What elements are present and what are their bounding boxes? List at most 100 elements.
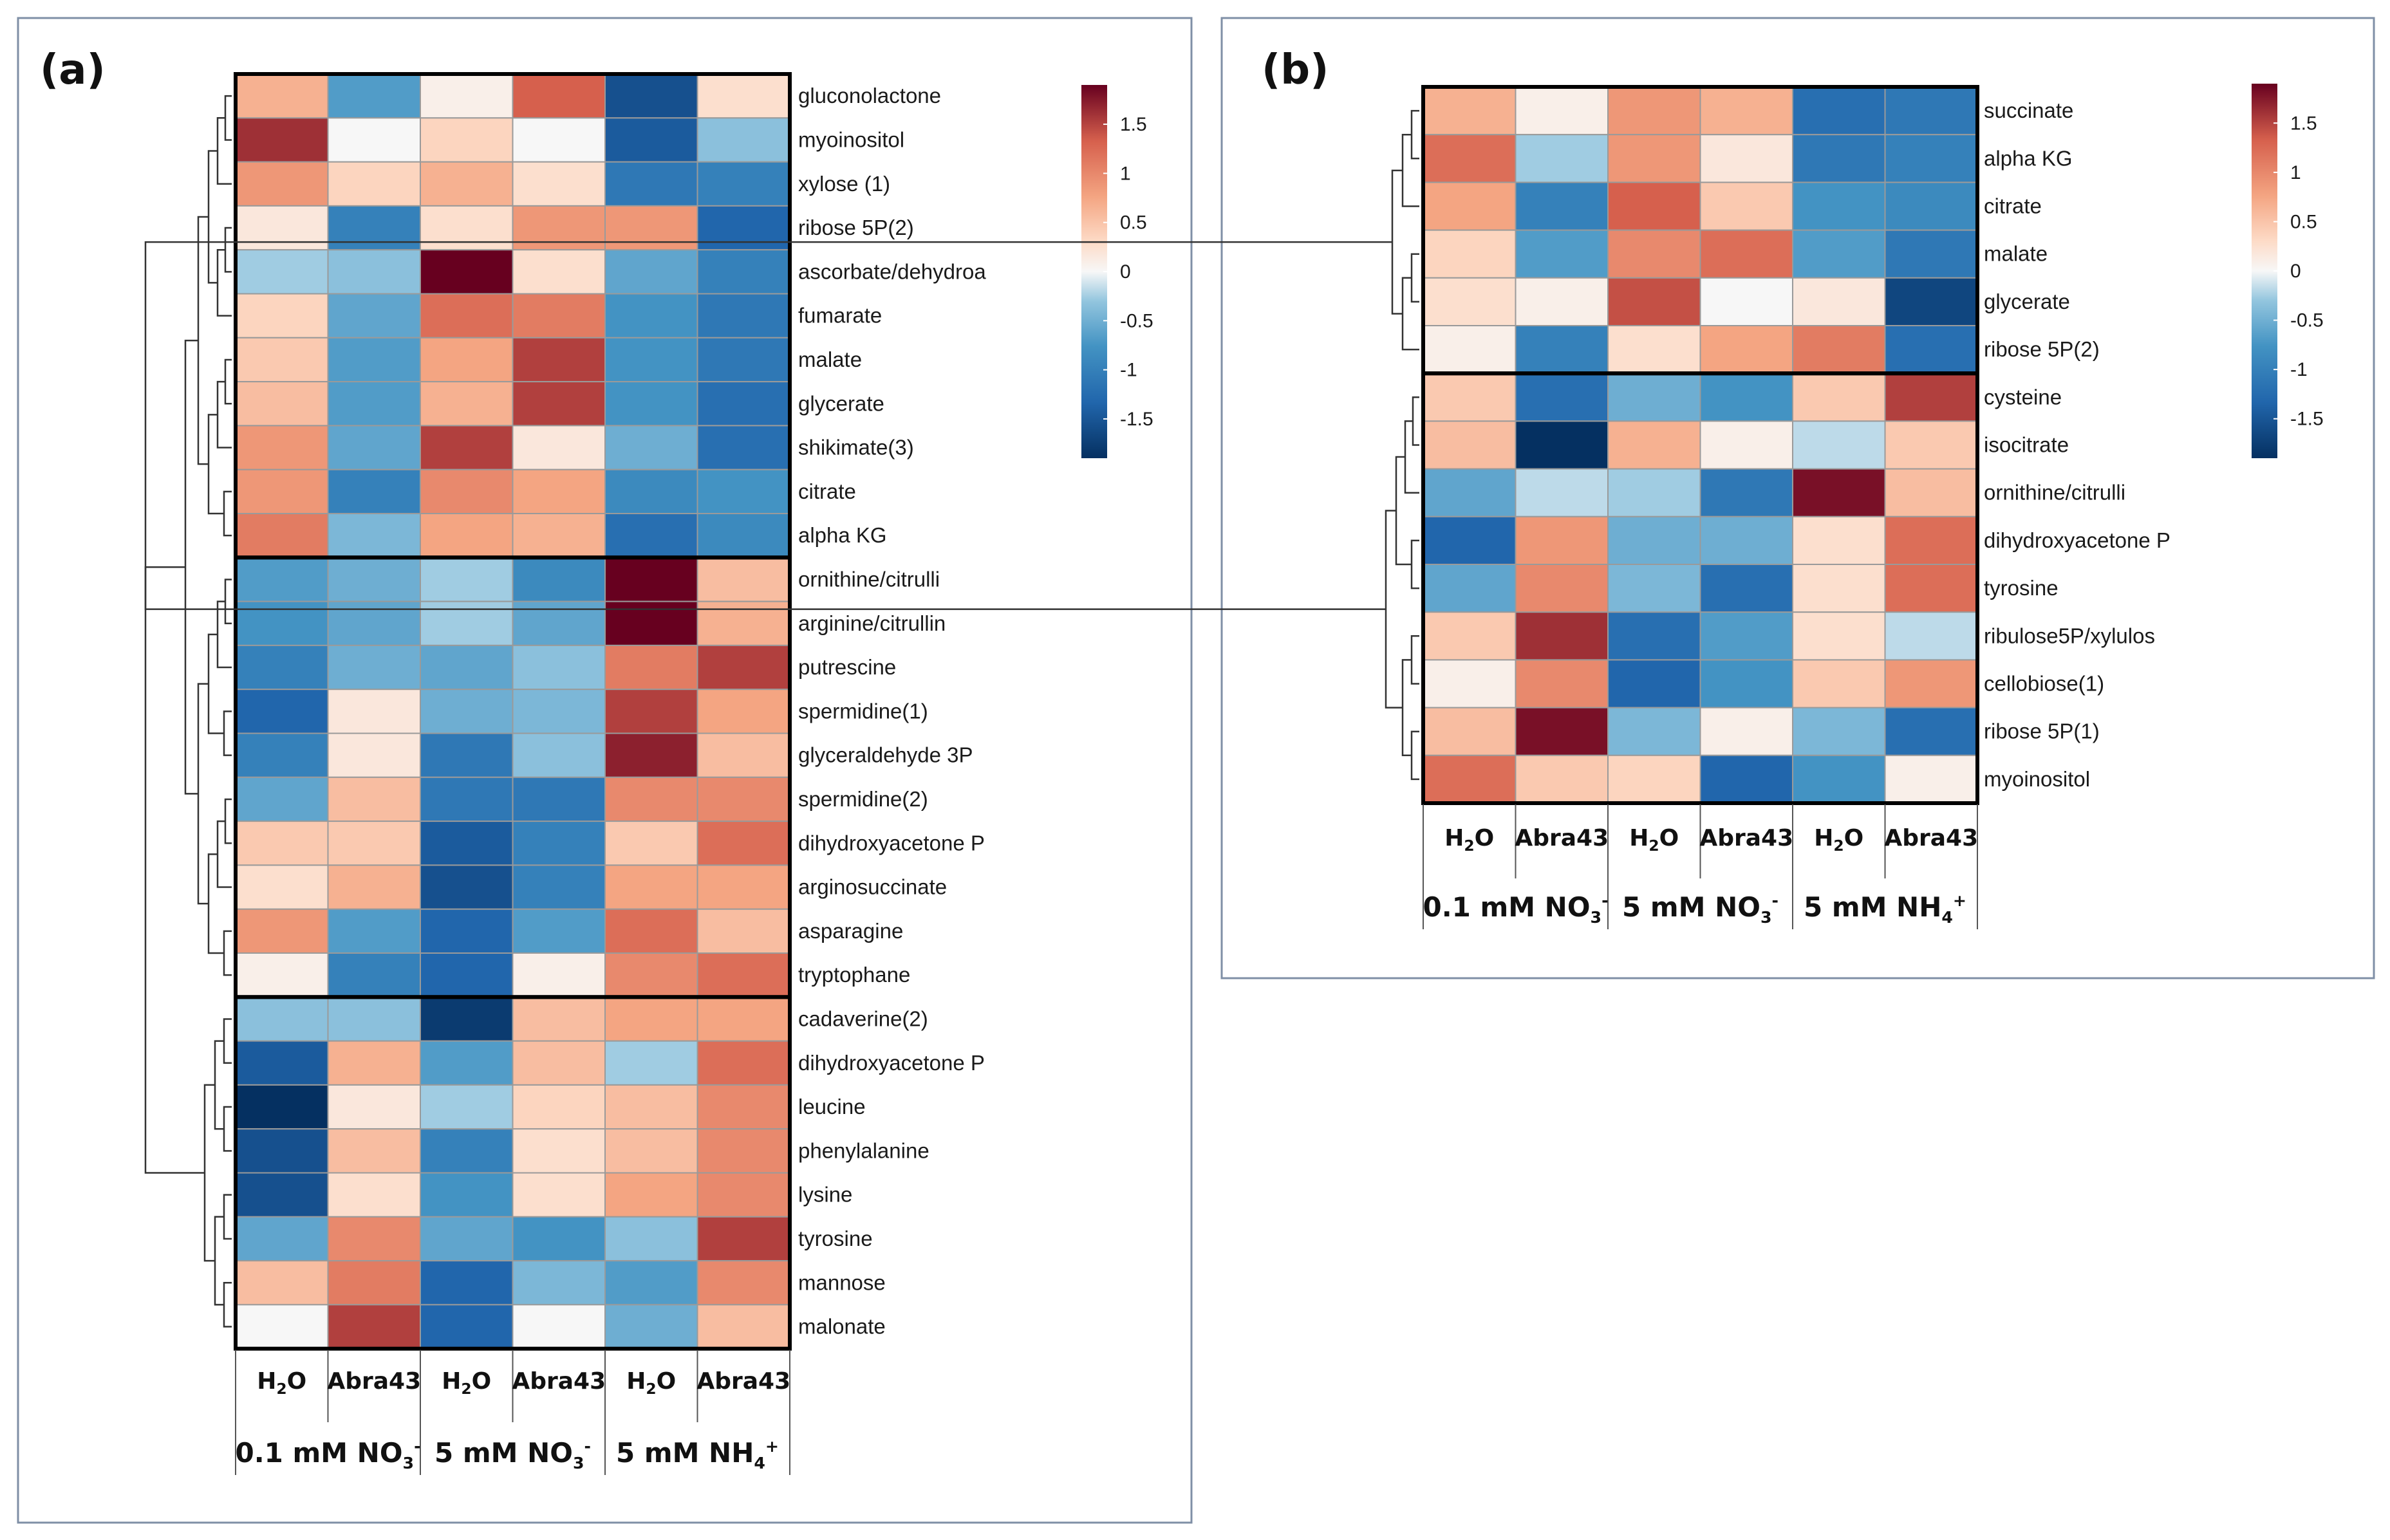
column-label: Abra43 bbox=[512, 1368, 606, 1395]
heatmap-cell bbox=[1607, 86, 1701, 136]
heatmap-cell bbox=[696, 557, 790, 602]
heatmap-cell bbox=[420, 381, 514, 427]
heatmap-cell bbox=[696, 1260, 790, 1306]
row-label: tyrosine bbox=[1984, 576, 2059, 600]
heatmap-cell bbox=[604, 1084, 698, 1130]
heatmap-cell bbox=[327, 249, 421, 295]
heatmap-cell bbox=[1884, 754, 1978, 804]
column-label: H2O bbox=[1629, 825, 1679, 855]
heatmap-cell bbox=[604, 1040, 698, 1086]
column-label: Abra43 bbox=[1515, 825, 1609, 851]
legend-tick-label: -1 bbox=[2290, 359, 2308, 380]
heatmap-cell bbox=[1792, 229, 1886, 279]
heatmap-cell bbox=[420, 996, 514, 1042]
heatmap-cell bbox=[604, 293, 698, 339]
column-label: Abra43 bbox=[696, 1368, 790, 1395]
heatmap-cell bbox=[420, 821, 514, 866]
heatmap-cell bbox=[1515, 86, 1609, 136]
heatmap-cell bbox=[235, 1216, 329, 1262]
heatmap-cell bbox=[235, 996, 329, 1042]
heatmap-cell bbox=[420, 117, 514, 163]
heatmap-cell bbox=[512, 1084, 606, 1130]
heatmap-cell bbox=[696, 1216, 790, 1262]
heatmap-cell bbox=[327, 689, 421, 734]
heatmap-cell bbox=[327, 908, 421, 954]
heatmap-cell bbox=[327, 600, 421, 646]
heatmap-cell bbox=[512, 908, 606, 954]
heatmap-cell bbox=[327, 1304, 421, 1350]
heatmap-cell bbox=[235, 732, 329, 778]
heatmap-cell bbox=[696, 205, 790, 251]
heatmap-cell bbox=[420, 468, 514, 515]
heatmap-cell bbox=[1792, 564, 1886, 613]
heatmap-cell bbox=[1423, 229, 1517, 279]
row-label: dihydroxyacetone P bbox=[798, 1051, 985, 1075]
heatmap-cell bbox=[420, 600, 514, 646]
heatmap-cell bbox=[1699, 707, 1793, 756]
row-label: ascorbate/dehydroa bbox=[798, 259, 986, 283]
heatmap-cell bbox=[1792, 373, 1886, 422]
row-label: tyrosine bbox=[798, 1227, 873, 1250]
heatmap-cell bbox=[1607, 754, 1701, 804]
heatmap-cell bbox=[235, 73, 329, 119]
group-label: 5 mM NH4+ bbox=[1804, 891, 1966, 927]
heatmap-cell bbox=[420, 1260, 514, 1306]
row-label: spermidine(2) bbox=[798, 787, 928, 811]
heatmap-cell bbox=[1884, 611, 1978, 661]
dendrogram-branch bbox=[207, 414, 224, 515]
heatmap-cell bbox=[1515, 754, 1609, 804]
column-label: H2O bbox=[442, 1368, 491, 1398]
heatmap-cell bbox=[1884, 659, 1978, 709]
row-label: xylose (1) bbox=[798, 172, 890, 196]
heatmap-cell bbox=[696, 864, 790, 910]
heatmap-cell bbox=[327, 1172, 421, 1218]
row-label: cellobiose(1) bbox=[1984, 672, 2104, 696]
row-label: tryptophane bbox=[798, 963, 910, 987]
legend-tick-label: 0 bbox=[1120, 261, 1131, 283]
heatmap-cell bbox=[696, 73, 790, 119]
cluster-box bbox=[1421, 371, 1979, 805]
heatmap-cell bbox=[512, 644, 606, 691]
heatmap-cell bbox=[604, 381, 698, 427]
heatmap-cell bbox=[1423, 515, 1517, 565]
heatmap-cell bbox=[327, 1260, 421, 1306]
heatmap-cell bbox=[696, 249, 790, 295]
heatmap-cell bbox=[1423, 707, 1517, 756]
dendrogram-branch bbox=[1410, 253, 1419, 303]
legend-tick-label: -0.5 bbox=[2290, 310, 2324, 331]
column-label: Abra43 bbox=[1699, 825, 1793, 851]
heatmap-cell bbox=[604, 821, 698, 866]
column-label: H2O bbox=[626, 1368, 676, 1398]
heatmap-cell bbox=[420, 864, 514, 910]
heatmap-cell bbox=[235, 1128, 329, 1174]
heatmap-cell bbox=[1607, 659, 1701, 709]
heatmap-cell bbox=[235, 689, 329, 734]
dendrogram-branch bbox=[1401, 659, 1412, 757]
heatmap-cell bbox=[604, 732, 698, 778]
dendrogram-branch bbox=[1410, 635, 1419, 685]
heatmap-cell bbox=[604, 689, 698, 734]
heatmap-cell bbox=[235, 249, 329, 295]
heatmap-cell bbox=[1884, 181, 1978, 231]
dendrogram-branch bbox=[224, 227, 232, 273]
heatmap-cell bbox=[512, 381, 606, 427]
legend-tick-label: 1 bbox=[1120, 163, 1131, 184]
row-label: alpha KG bbox=[798, 523, 887, 547]
dendrogram-branch bbox=[1412, 396, 1419, 446]
heatmap-cell bbox=[235, 513, 329, 559]
heatmap-cell bbox=[1423, 564, 1517, 613]
row-label: ribose 5P(1) bbox=[1984, 719, 2100, 743]
heatmap-cell bbox=[327, 73, 421, 119]
heatmap-cell bbox=[420, 557, 514, 602]
heatmap-cell bbox=[512, 952, 606, 998]
dendrogram-branch bbox=[223, 490, 232, 537]
heatmap-cell bbox=[1884, 373, 1978, 422]
heatmap-cell bbox=[1607, 564, 1701, 613]
heatmap-cell bbox=[604, 513, 698, 559]
heatmap-cell bbox=[604, 468, 698, 515]
heatmap-cell bbox=[1884, 564, 1978, 613]
heatmap-cell bbox=[1515, 325, 1609, 375]
heatmap-cell bbox=[512, 468, 606, 515]
heatmap-cell bbox=[1515, 420, 1609, 470]
